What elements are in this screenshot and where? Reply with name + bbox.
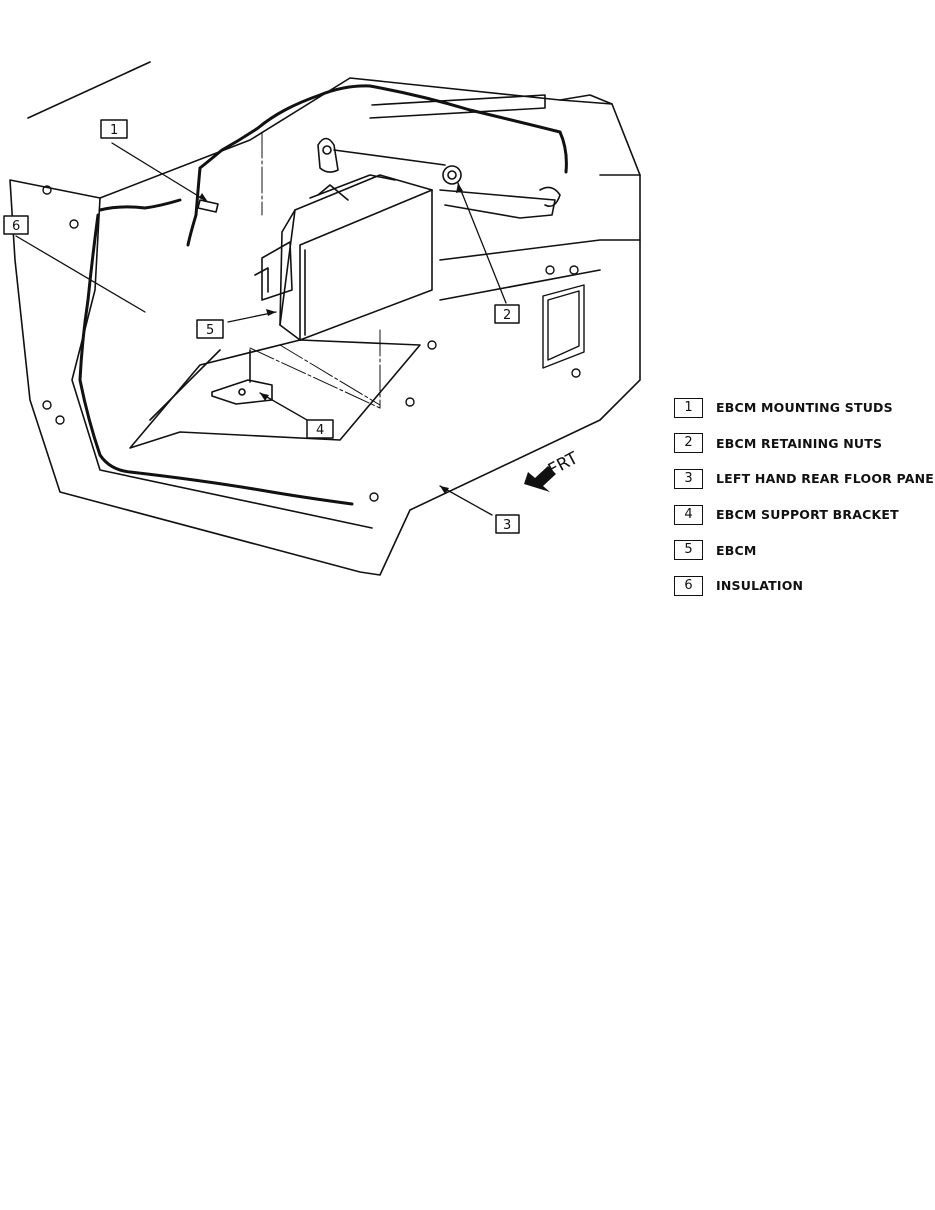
reference-lines (249, 131, 381, 409)
legend-label-4: EBCM SUPPORT BRACKET (716, 507, 899, 523)
insulation-edge (78, 84, 568, 506)
legend-label-6: INSULATION (716, 578, 804, 594)
legend-label-2: EBCM RETAINING NUTS (716, 435, 883, 451)
legend-item: 2 EBCM RETAINING NUTS (674, 426, 935, 462)
legend-item: 6 INSULATION (674, 568, 935, 604)
legend-number-5: 5 (674, 540, 703, 561)
legend-number-2: 2 (674, 433, 703, 454)
callout-3-number: 3 (503, 518, 511, 533)
callout-boxes (3, 119, 520, 534)
callout-6-number: 6 (12, 219, 20, 234)
legend-number-1: 1 (674, 397, 703, 418)
front-direction-arrow-icon (524, 466, 556, 492)
ebcm-installation-diagram: 1 6 5 4 2 3 FRT (3, 61, 641, 576)
leader-lines (15, 142, 507, 516)
mounting-hardware (197, 137, 561, 213)
legend-label-1: EBCM MOUNTING STUDS (716, 400, 893, 416)
legend-label-5: EBCM (716, 542, 757, 558)
panel-holes (42, 185, 585, 502)
legend-item: 5 EBCM (674, 532, 935, 568)
legend-number-4: 4 (674, 504, 703, 525)
legend-item: 1 EBCM MOUNTING STUDS (674, 390, 935, 426)
floor-panel-outline (9, 61, 641, 576)
callout-4-number: 4 (316, 423, 324, 438)
legend-number-3: 3 (674, 468, 703, 489)
legend-number-6: 6 (674, 575, 703, 596)
legend-item: 3 LEFT HAND REAR FLOOR PANEL (674, 461, 935, 497)
callout-2-number: 2 (503, 308, 511, 323)
callout-1-number: 1 (110, 123, 118, 138)
ebcm-module (254, 174, 433, 341)
leader-arrowheads (199, 183, 463, 494)
legend-item: 4 EBCM SUPPORT BRACKET (674, 497, 935, 533)
callout-5-number: 5 (206, 323, 214, 338)
legend-label-3: LEFT HAND REAR FLOOR PANEL (716, 471, 935, 487)
floor-pan (129, 189, 556, 449)
callout-legend: 1 EBCM MOUNTING STUDS 2 EBCM RETAINING N… (674, 390, 935, 604)
